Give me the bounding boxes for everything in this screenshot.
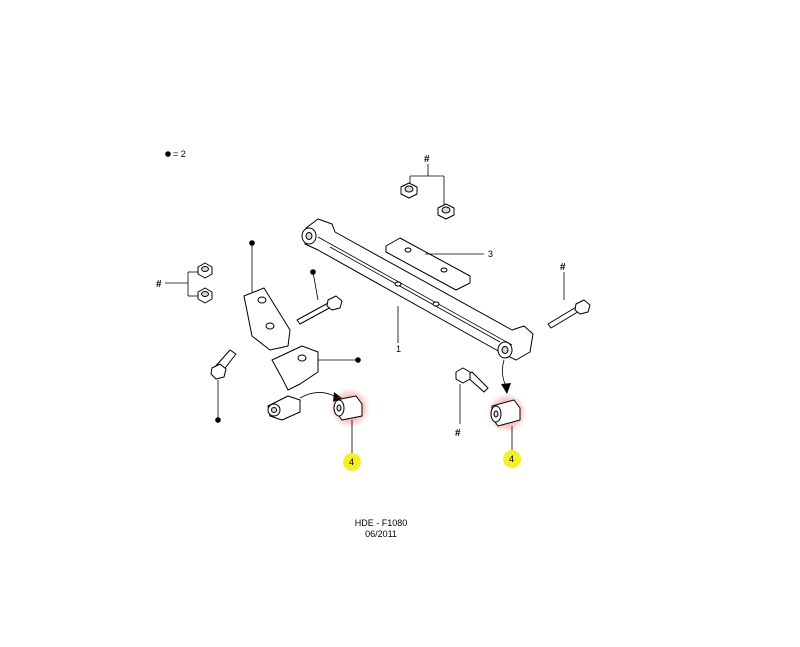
hash-left: # bbox=[156, 279, 162, 290]
footer: HDE - F1080 06/2011 bbox=[355, 518, 408, 539]
top-nuts-group: # bbox=[400, 154, 455, 220]
left-nuts-group: # bbox=[156, 262, 213, 304]
center-left-bolt bbox=[296, 269, 343, 325]
bushing-right: 4 bbox=[487, 393, 527, 468]
hash-right-clip: # bbox=[455, 428, 461, 439]
label-bubble-right bbox=[503, 450, 521, 468]
hash-right-bolt: # bbox=[560, 262, 566, 273]
nut-left-1 bbox=[197, 262, 213, 279]
hash-top: # bbox=[424, 154, 430, 165]
nut-top-1 bbox=[400, 182, 418, 199]
arrow-right bbox=[501, 359, 511, 394]
label-bushing-left: 4 bbox=[349, 457, 354, 467]
label-frame-bar: 1 bbox=[396, 344, 401, 354]
legend-text: = 2 bbox=[173, 149, 186, 159]
bushing-left: 4 bbox=[330, 388, 370, 471]
nut-left-2 bbox=[197, 287, 213, 304]
frame-bar: 1 bbox=[301, 218, 534, 361]
right-clip: # bbox=[455, 367, 489, 439]
label-bushing-right: 4 bbox=[509, 454, 514, 464]
legend-dot bbox=[165, 151, 171, 157]
footer-date: 06/2011 bbox=[365, 529, 397, 539]
label-bubble-left bbox=[343, 453, 361, 471]
label-plate: 3 bbox=[488, 249, 493, 259]
plate: 3 bbox=[385, 237, 493, 291]
legend: = 2 bbox=[165, 149, 186, 159]
right-bolt: # bbox=[547, 262, 591, 329]
footer-code: HDE - F1080 bbox=[355, 518, 408, 528]
bracket bbox=[243, 240, 361, 421]
left-clip bbox=[210, 349, 237, 423]
nut-top-2 bbox=[437, 203, 455, 220]
